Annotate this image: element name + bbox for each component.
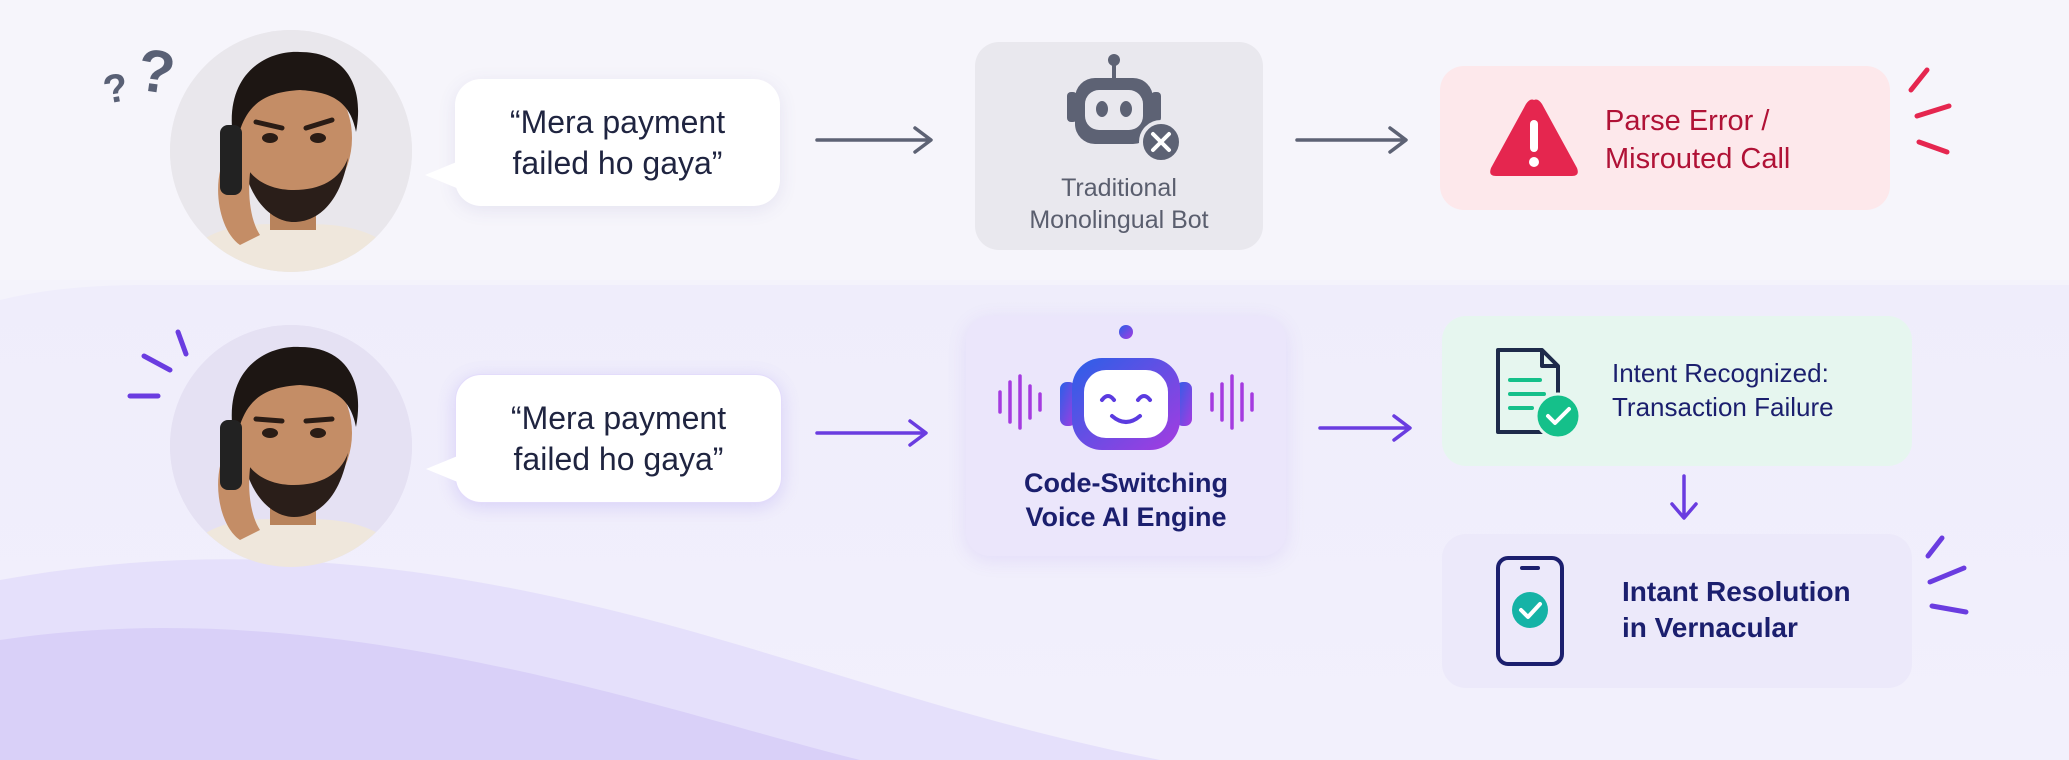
svg-text:?: ? [134,36,180,107]
resolution-line2: in Vernacular [1622,612,1798,643]
intent-recognized-card: Intent Recognized: Transaction Failure [1442,316,1912,466]
arrow-right-icon [1295,126,1408,154]
customer-quote-text: “Mera payment failed ho gaya” [509,103,726,181]
confused-person-avatar [170,30,412,272]
person-on-phone-icon [170,30,412,272]
voice-ai-engine-card: Code-Switching Voice AI Engine [966,316,1286,556]
arrow-right-icon [1318,414,1412,442]
arrow-right-icon [815,419,928,447]
intent-recognized-label: Intent Recognized: Transaction Failure [1612,356,1834,424]
resolution-line1: Intant Resolution [1622,576,1851,607]
traditional-bot-label: Traditional Monolingual Bot [975,172,1263,236]
traditional-bot-label-line1: Traditional [1061,174,1177,202]
question-marks-icon: ? ? [100,36,180,112]
sound-wave-left [998,374,1042,430]
smiling-robot-headset-icon [998,325,1254,450]
warning-triangle-icon [1490,99,1578,176]
intent-line1: Intent Recognized: [1612,358,1829,388]
instant-resolution-card: Intant Resolution in Vernacular [1442,534,1912,688]
alert-burst-icon [1908,67,1952,155]
arrow-down-icon [1670,474,1698,520]
voice-ai-engine-label: Code-Switching Voice AI Engine [966,466,1286,534]
customer-quote-bubble-traditional: “Mera payment failed ho gaya” [425,79,780,206]
parse-error-line2: Misrouted Call [1605,143,1791,175]
traditional-bot-card: Traditional Monolingual Bot [975,42,1263,250]
parse-error-label: Parse Error / Misrouted Call [1605,102,1790,178]
svg-text:?: ? [100,65,132,112]
engine-label-line1: Code-Switching [1024,468,1228,498]
attention-burst-icon [127,329,189,399]
parse-error-line1: Parse Error / [1605,105,1770,137]
parse-error-card: Parse Error / Misrouted Call [1440,66,1890,210]
sound-wave-right [1210,374,1254,430]
calm-person-avatar [170,325,412,567]
smartphone-check-icon [1496,556,1564,666]
person-on-phone-icon [170,325,412,567]
success-burst-icon [1925,535,1969,615]
robot-with-x-icon [1067,54,1183,164]
traditional-bot-label-line2: Monolingual Bot [1029,206,1209,234]
instant-resolution-label: Intant Resolution in Vernacular [1622,574,1851,646]
engine-label-line2: Voice AI Engine [1025,502,1227,532]
intent-line2: Transaction Failure [1612,392,1834,422]
customer-quote-bubble-ai: “Mera payment failed ho gaya” [426,374,782,503]
document-check-icon [1496,348,1582,440]
customer-quote-text: “Mera payment failed ho gaya” [510,399,727,477]
arrow-right-icon [815,126,933,154]
